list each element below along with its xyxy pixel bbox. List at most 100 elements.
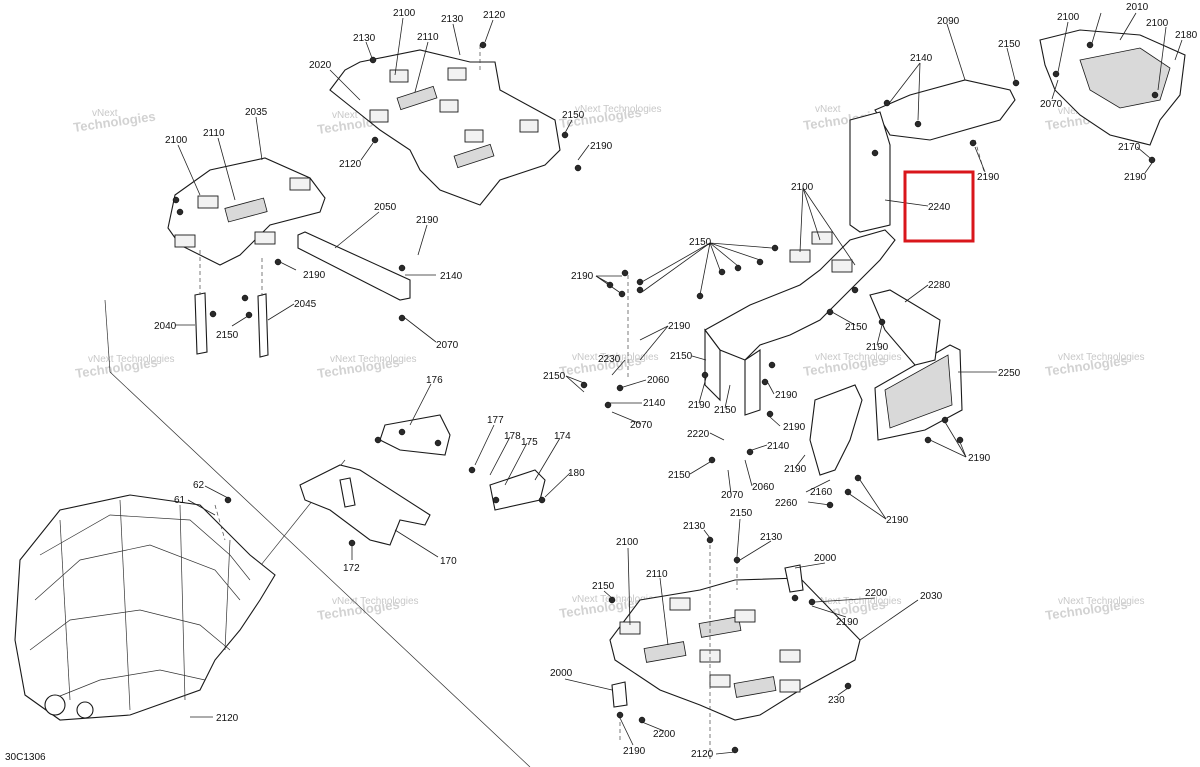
callout-label: 2010: [1126, 2, 1149, 13]
watermark: vNext Technologies Technologies: [316, 354, 416, 381]
callout-label: 170: [440, 556, 457, 567]
brackets-175-176: [379, 414, 546, 511]
watermark-line1: vNext Technologies: [575, 104, 662, 115]
watermark-line1: vNext Technologies: [1058, 596, 1145, 607]
callout-label: 2190: [623, 746, 646, 757]
callout-label: 2070: [721, 490, 744, 501]
watermark-line1: vNext Technologies: [572, 594, 659, 605]
callout-label: 2130: [441, 14, 464, 25]
callout-label: 2150: [562, 110, 585, 121]
callout-label: 2100: [165, 135, 188, 146]
watermark-line1: vNext Technologies: [815, 352, 902, 363]
callout-label: 2100: [1057, 12, 1080, 23]
callout-label: 2000: [814, 553, 837, 564]
assembly-lines: [214, 45, 986, 760]
support-bar-2050: [297, 231, 411, 301]
callout-label: 2035: [245, 107, 268, 118]
watermark-line1: vNext Technologies: [1058, 352, 1145, 363]
bracket-2090: [874, 79, 1016, 141]
callout-label: 2150: [730, 508, 753, 519]
callout-label: 2100: [616, 537, 639, 548]
callout-label: 61: [174, 495, 186, 506]
callout-label: 2050: [374, 202, 397, 213]
callout-label: 2040: [154, 321, 177, 332]
callout-label: 2180: [1175, 30, 1198, 41]
callout-label: 2070: [436, 340, 459, 351]
callout-label: 2060: [752, 482, 775, 493]
support-2240: [849, 111, 891, 233]
callout-label-highlighted: 2240: [928, 202, 951, 213]
callout-label: 2190: [416, 215, 439, 226]
callout-label: 2150: [689, 237, 712, 248]
callout-label: 2280: [928, 280, 951, 291]
watermark-line1: vNext: [815, 104, 841, 115]
callout-label: 2090: [937, 16, 960, 27]
callout-label: 2060: [647, 375, 670, 386]
callout-label: 2150: [543, 371, 566, 382]
mount-assembly: [704, 229, 896, 416]
watermark-line1: vNext Technologies: [332, 596, 419, 607]
callout-label: 2190: [303, 270, 326, 281]
callout-label: 176: [426, 375, 443, 386]
callout-label: 2190: [688, 400, 711, 411]
bracket-2260: [809, 384, 863, 476]
panel-2250: [874, 344, 963, 441]
callout-label: 2100: [393, 8, 416, 19]
callout-label: 2070: [1040, 99, 1063, 110]
callout-label: 2100: [1146, 18, 1169, 29]
callout-label: 62: [193, 480, 205, 491]
callout-label: 2230: [598, 354, 621, 365]
callout-label: 2190: [836, 617, 859, 628]
callout-label: 2120: [339, 159, 362, 170]
callout-label: 2140: [910, 53, 933, 64]
crossmember-170: [299, 464, 431, 546]
callout-labels: 2100 2130 2120 2110 2020 2130 2150 2190 …: [154, 2, 1198, 760]
callout-label: 2260: [775, 498, 798, 509]
skid-plate-2035: [167, 157, 326, 266]
callout-label: 2190: [775, 390, 798, 401]
leader-lines: [175, 12, 1183, 755]
callout-label: 2150: [714, 405, 737, 416]
callout-label: 230: [828, 695, 845, 706]
callout-label: 2150: [668, 470, 691, 481]
hardware: [172, 41, 1159, 754]
callout-label: 2130: [683, 521, 706, 532]
callout-label: 2160: [810, 487, 833, 498]
callout-label: 2140: [643, 398, 666, 409]
callout-label: 2170: [1118, 142, 1141, 153]
callout-label: 2130: [760, 532, 783, 543]
vehicle-frame: [14, 494, 276, 721]
callout-label: 2190: [590, 141, 613, 152]
callout-label: 2100: [791, 182, 814, 193]
callout-label: 2190: [668, 321, 691, 332]
watermark: vNext Technologies Technologies: [802, 352, 901, 379]
highlight-box: [903, 170, 975, 243]
callout-label: 2150: [845, 322, 868, 333]
callout-label: 2220: [687, 429, 710, 440]
watermark: vNext Technologies Technologies: [1044, 596, 1144, 623]
callout-label: 2150: [670, 351, 693, 362]
watermark: vNext Technologies: [72, 108, 156, 135]
callout-label: 177: [487, 415, 504, 426]
callout-label: 2190: [1124, 172, 1147, 183]
callout-label: 2200: [653, 729, 676, 740]
callout-label: 2150: [216, 330, 239, 341]
callout-label: 2190: [977, 172, 1000, 183]
callout-label: 2190: [784, 464, 807, 475]
callout-label: 2110: [203, 128, 225, 139]
callout-label: 2110: [646, 569, 668, 580]
skid-plate-2030: [609, 577, 861, 721]
callout-label: 2120: [691, 749, 714, 760]
callout-label: 180: [568, 468, 585, 479]
watermark: vNext Technologies Technologies: [316, 596, 418, 623]
callout-label: 2120: [216, 713, 239, 724]
drawing-reference-code: 30C1306: [5, 752, 46, 763]
callout-label: 2000: [550, 668, 573, 679]
callout-label: 2120: [483, 10, 506, 21]
callout-label: 2020: [309, 60, 332, 71]
callout-label: 2190: [866, 342, 889, 353]
watermark: vNext Technologies Technologies: [74, 354, 174, 381]
cover-2010: [1039, 29, 1186, 146]
callout-label: 2150: [592, 581, 615, 592]
